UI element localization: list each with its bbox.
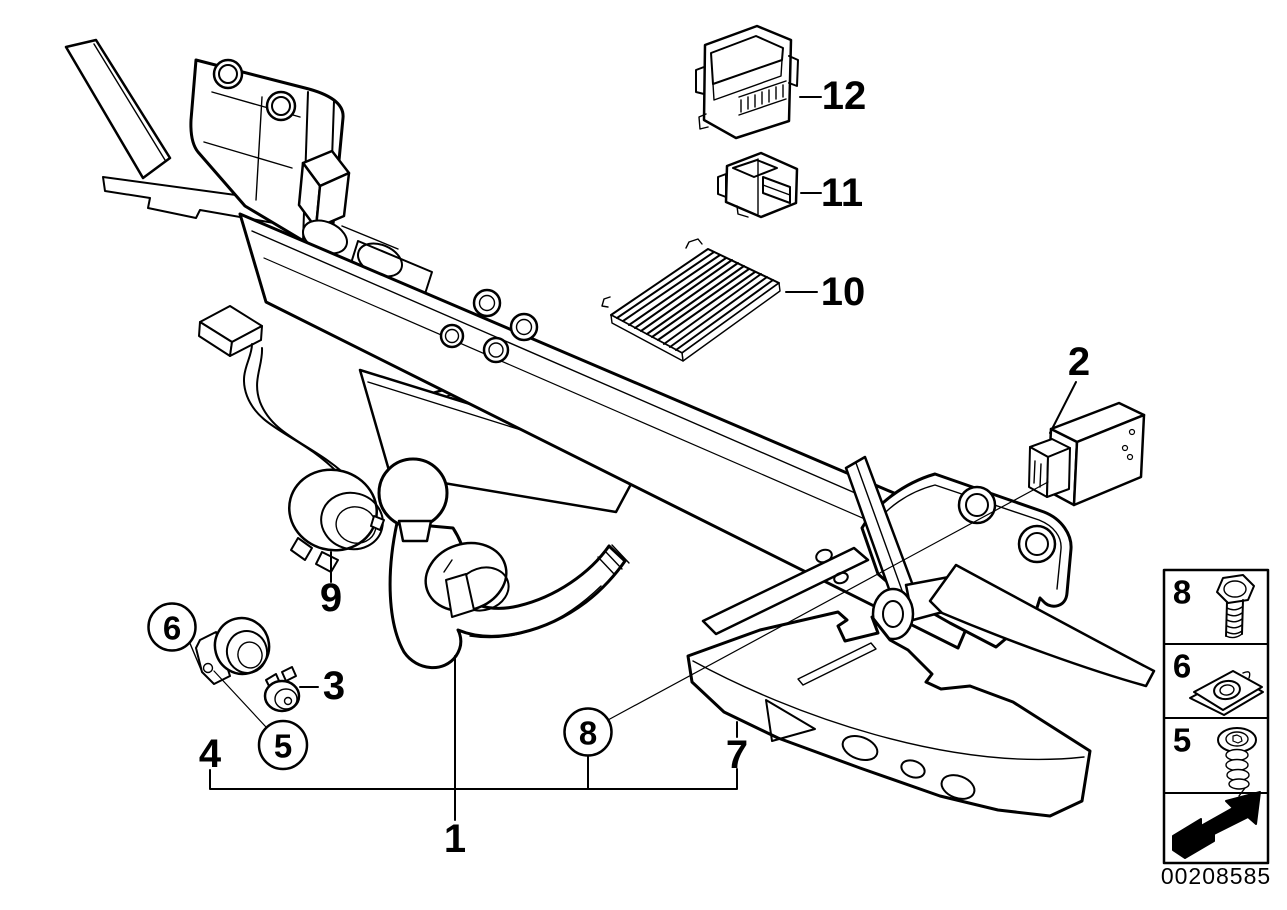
hex-bolt-icon	[1216, 574, 1255, 639]
legend-sidebar: 8 6 5	[1162, 568, 1270, 865]
callout-leaders	[188, 96, 1077, 821]
right-blade-fin	[928, 563, 1156, 688]
direction-arrow-icon	[1172, 791, 1261, 859]
torx-screw-icon	[1217, 727, 1257, 797]
right-mounting-bracket	[701, 455, 1156, 688]
harness-cable	[242, 343, 340, 475]
bracket-strut	[701, 546, 870, 636]
ball-collar	[397, 519, 433, 543]
legend-label-6: 6	[1173, 648, 1191, 685]
legend-label-5: 5	[1173, 722, 1191, 759]
bracket-bolt	[1017, 524, 1057, 564]
heatsink-fins	[616, 251, 774, 351]
callout-11[interactable]: 11	[821, 171, 863, 215]
callout-7[interactable]: 7	[726, 733, 748, 777]
callout-6[interactable]: 6	[163, 610, 181, 647]
callout-6-circle[interactable]	[147, 602, 197, 652]
callout-4[interactable]: 4	[199, 732, 222, 776]
leader-6	[188, 640, 203, 673]
left-blade-fin	[64, 38, 172, 180]
part-9-trailer-socket	[198, 305, 385, 573]
left-mounting-bracket	[64, 38, 345, 249]
leader-2	[1049, 381, 1077, 434]
bracket-lines	[209, 655, 738, 821]
callout-10[interactable]: 10	[821, 270, 866, 314]
part-2-relay-module	[1028, 401, 1146, 507]
callout-labels: 1 2 3 4 5 6 7 8 9 10 11 12	[147, 74, 1090, 861]
callout-5[interactable]: 5	[274, 728, 292, 765]
neck-end-hatch	[597, 544, 630, 576]
speed-nut-clip-icon	[1189, 670, 1264, 716]
bracket-tube	[871, 587, 915, 641]
callout-1[interactable]: 1	[444, 817, 466, 861]
callout-5-circle[interactable]	[257, 719, 309, 771]
callout-9[interactable]: 9	[320, 576, 342, 620]
drawing-number: 00208585	[1161, 863, 1271, 889]
part-12-connector	[695, 24, 799, 140]
carrier-groove	[797, 642, 877, 686]
part-10-trailer-module-heatsink	[601, 238, 781, 362]
callout-3[interactable]: 3	[323, 664, 345, 708]
callout-2[interactable]: 2	[1068, 340, 1090, 384]
bracket-bolt	[957, 485, 997, 525]
part-3-bulb-plug	[263, 666, 301, 713]
towball-swan-neck	[377, 457, 630, 670]
leader-8	[607, 481, 1049, 721]
part-6-grommet-holder	[195, 616, 271, 685]
part-7-bumper-carrier	[686, 610, 1092, 818]
legend-label-8: 8	[1173, 574, 1191, 611]
bolt-cluster-on-bar	[439, 288, 539, 364]
tow-ball	[377, 457, 449, 529]
callout-8-circle[interactable]	[563, 707, 613, 757]
carrier-cutout	[765, 699, 816, 742]
legend-frame	[1162, 568, 1270, 865]
connector-pins	[740, 84, 784, 113]
part-11-connector	[717, 151, 799, 219]
callout-12[interactable]: 12	[822, 74, 867, 118]
callout-8[interactable]: 8	[579, 715, 597, 752]
main-crossbar	[238, 212, 1006, 650]
leader-5	[213, 670, 267, 728]
legend-dividers	[1163, 643, 1269, 794]
